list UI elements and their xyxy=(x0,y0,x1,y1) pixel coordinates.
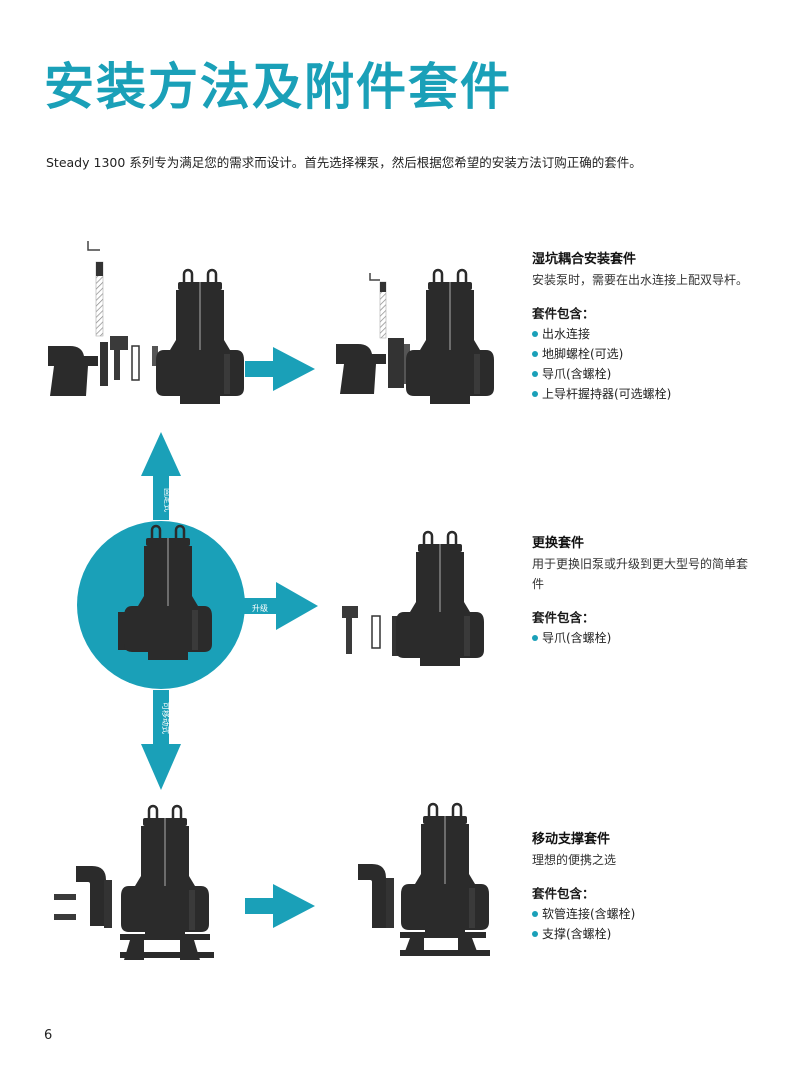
replacement-kit-block: 更换套件 用于更换旧泵或升级到更大型号的简单套件 套件包含： 导爪(含螺栓) xyxy=(532,534,752,648)
portable-before xyxy=(54,804,214,960)
replacement-kit-includes-label: 套件包含： xyxy=(532,610,595,625)
wet-pit-kit-includes-label: 套件包含： xyxy=(532,306,595,321)
portable-kit-includes-label: 套件包含： xyxy=(532,886,595,901)
wet-pit-kit-heading: 湿坑耦合安装套件 xyxy=(532,252,637,267)
replacement-pump xyxy=(342,530,486,668)
wet-pit-after xyxy=(336,268,496,406)
portable-kit-list: 软管连接(含螺栓) 支撑(含螺栓) xyxy=(532,904,752,944)
bullet-dot-icon xyxy=(532,635,538,641)
portable-after xyxy=(358,802,491,956)
bullet-dot-icon xyxy=(532,351,538,357)
label-upgrade: 升级 xyxy=(252,603,268,613)
arrow-right-icon xyxy=(245,347,315,391)
bullet-dot-icon xyxy=(532,371,538,377)
list-item: 导爪(含螺栓) xyxy=(532,628,752,648)
intro-text: Steady 1300 系列专为满足您的需求而设计。首先选择裸泵，然后根据您希望… xyxy=(46,155,642,170)
label-fixed: 固定式 xyxy=(163,488,173,512)
wet-pit-kit-desc: 安装泵时，需要在出水连接上配双导杆。 xyxy=(532,273,749,287)
arrow-right-icon xyxy=(245,884,315,928)
arrow-upgrade-icon xyxy=(240,582,318,630)
bullet-dot-icon xyxy=(532,911,538,917)
wet-pit-before xyxy=(48,241,246,406)
bullet-dot-icon xyxy=(532,931,538,937)
list-item: 上导杆握持器(可选螺栓) xyxy=(532,384,752,404)
portable-kit-heading: 移动支撑套件 xyxy=(532,832,611,847)
page-title: 安装方法及附件套件 xyxy=(44,58,512,116)
bullet-dot-icon xyxy=(532,391,538,397)
arrow-down-icon xyxy=(141,690,181,790)
replacement-kit-heading: 更换套件 xyxy=(532,536,585,551)
label-portable: 可移动式 xyxy=(161,702,171,734)
portable-kit-desc: 理想的便携之选 xyxy=(532,853,617,867)
list-item: 软管连接(含螺栓) xyxy=(532,904,752,924)
list-item: 导爪(含螺栓) xyxy=(532,364,752,384)
center-pump xyxy=(118,524,214,662)
portable-kit-block: 移动支撑套件 理想的便携之选 套件包含： 软管连接(含螺栓) 支撑(含螺栓) xyxy=(532,830,752,944)
wet-pit-kit-block: 湿坑耦合安装套件 安装泵时，需要在出水连接上配双导杆。 套件包含： 出水连接 地… xyxy=(532,250,752,404)
replacement-kit-list: 导爪(含螺栓) xyxy=(532,628,752,648)
wet-pit-kit-list: 出水连接 地脚螺栓(可选) 导爪(含螺栓) 上导杆握持器(可选螺栓) xyxy=(532,324,752,404)
list-item: 出水连接 xyxy=(532,324,752,344)
list-item: 支撑(含螺栓) xyxy=(532,924,752,944)
replacement-kit-desc: 用于更换旧泵或升级到更大型号的简单套件 xyxy=(532,557,749,591)
arrow-up-icon xyxy=(141,432,181,520)
page-number: 6 xyxy=(44,1028,53,1043)
bullet-dot-icon xyxy=(532,331,538,337)
list-item: 地脚螺栓(可选) xyxy=(532,344,752,364)
